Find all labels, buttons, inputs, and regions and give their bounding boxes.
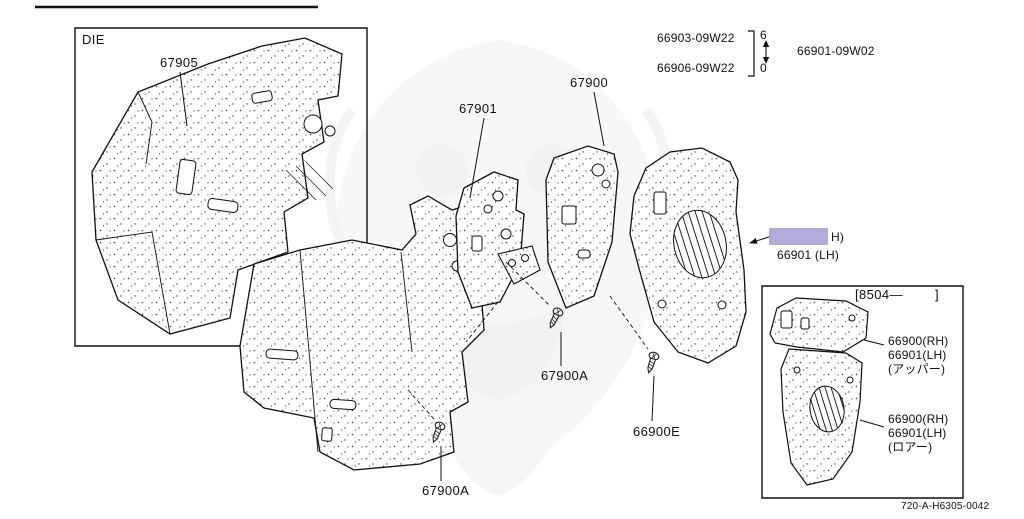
highlight-callout-arrow xyxy=(749,236,772,244)
interchange-qty-bottom: 0 xyxy=(760,61,767,75)
interchange-bracket xyxy=(748,31,754,76)
inset-upper-panel xyxy=(770,298,868,352)
part-label-66901-lh: 66901 (LH) xyxy=(777,248,840,262)
part-label-66900e: 66900E xyxy=(633,424,681,439)
insulator-67900-panel xyxy=(546,146,618,308)
part-label-67900a-bottom: 67900A xyxy=(422,483,470,498)
part-label-67901: 67901 xyxy=(459,101,498,116)
inset-upper-label-2: 66901(LH) xyxy=(888,348,947,362)
inset-lower-label-3: (ロアー) xyxy=(888,440,933,454)
inset-lower-label-2: 66901(LH) xyxy=(888,426,947,440)
inset-upper-label-1: 66900(RH) xyxy=(888,334,949,348)
main-insulator-panel xyxy=(240,196,500,470)
interchange-alt-part: 66901-09W02 xyxy=(797,44,875,58)
insulator-67901-panel xyxy=(456,172,540,308)
inset-lower-label-1: 66900(RH) xyxy=(888,412,949,426)
assembly-dashed-lines xyxy=(408,262,648,419)
part-label-67900a-mid: 67900A xyxy=(541,368,589,383)
part-label-67900: 67900 xyxy=(570,75,609,90)
highlighted-part-suffix: H) xyxy=(831,230,845,244)
interchange-qty-top: 6 xyxy=(760,28,767,42)
die-box-drawing xyxy=(75,28,367,346)
part-label-67905: 67905 xyxy=(160,55,199,70)
inset-upper-label-3: (アッパー) xyxy=(888,362,946,376)
inset-header-8504: [8504— ] xyxy=(855,287,940,302)
doc-number: 720-A-H6305-0042 xyxy=(901,501,990,512)
speaker-grille xyxy=(667,205,732,282)
leader-lines xyxy=(441,92,772,481)
die-box-title: DIE xyxy=(82,32,105,47)
screw-66900e xyxy=(643,350,661,375)
interchange-row1: 66903-09W22 xyxy=(657,31,735,45)
insulator-66900-panel xyxy=(630,148,746,363)
interchange-up-down-arrow-icon xyxy=(762,40,770,64)
highlighted-part-overlay[interactable] xyxy=(769,228,828,245)
leader-67905 xyxy=(180,72,187,126)
interchange-row2: 66906-09W22 xyxy=(657,61,735,75)
inset-8504-drawing xyxy=(762,286,963,498)
